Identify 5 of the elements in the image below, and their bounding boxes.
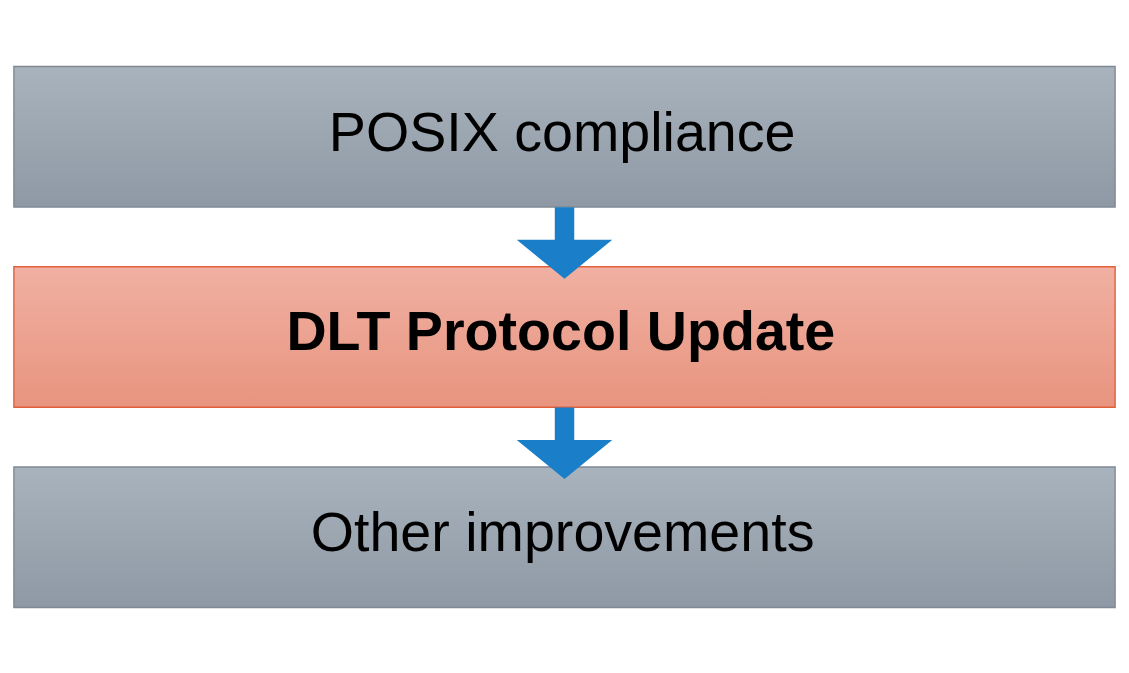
arrow [516, 206, 613, 279]
node-box: DLT Protocol Update [13, 265, 1116, 408]
node-box: POSIX compliance [13, 65, 1116, 208]
arrow [516, 406, 613, 479]
node-box: Other improvements [13, 465, 1116, 608]
